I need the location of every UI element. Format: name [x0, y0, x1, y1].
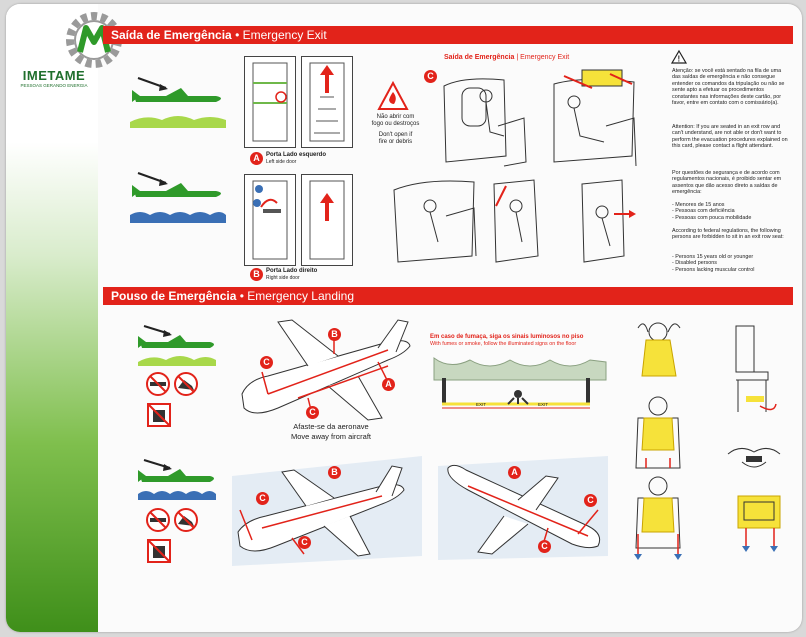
door-a-open-illustration: [301, 56, 353, 148]
door-a-closed-illustration: [244, 56, 296, 148]
door-a-stairs-icon: [309, 62, 345, 142]
attention-pt-item: - Pessoas com deficiência: [672, 208, 735, 215]
exit-floor-label-right: EXIT: [538, 402, 549, 407]
logo-name: IMETAME: [22, 68, 86, 83]
water-left-badge-b: B: [328, 466, 341, 479]
exit-title-pt: Saída de Emergência: [111, 28, 232, 42]
door-b-open-illustration: [301, 174, 353, 266]
window-exit-badge: C: [424, 70, 437, 83]
prohibition-icons-top: [146, 372, 198, 427]
fire-warning-en-2: fire or debris: [378, 139, 413, 145]
prohibition-icons-bottom: [146, 508, 198, 563]
window-exit-illustrations: [393, 69, 637, 263]
no-smoking-icon: [146, 372, 170, 396]
life-vest-sequence: [634, 322, 682, 560]
no-shoes-icon: [174, 508, 198, 532]
water-right-badge-c-right: C: [584, 494, 597, 507]
attention-pt-item: - Menores de 15 anos: [672, 202, 725, 208]
fire-warning-pt-1: Não abrir com: [376, 114, 415, 120]
window-exit-title-en: Emergency Exit: [520, 54, 570, 61]
door-a-label-pt: Porta Lado esquerdo: [266, 152, 327, 158]
window-exit-title-pt: Saída de Emergência: [444, 54, 515, 61]
smoke-text-pt: Em caso de fumaça, siga os sinais lumino…: [430, 334, 584, 340]
move-away-en: Move away from aircraft: [290, 432, 372, 441]
water-left-badge-c-bottom: C: [298, 536, 311, 549]
door-b-handle-icon: [252, 180, 288, 260]
attention-en-rules: According to federal regulations, the fo…: [672, 228, 784, 241]
landing-title-separator: •: [239, 289, 244, 303]
attention-en-item: - Persons lacking muscular control: [672, 266, 755, 273]
exit-floor-label-left: EXIT: [476, 402, 487, 407]
door-b-label-pt: Porta Lado direito: [266, 268, 318, 274]
land-badge-a: A: [382, 378, 395, 391]
land-evacuation-diagram: [241, 319, 411, 421]
land-badge-b: B: [328, 328, 341, 341]
attention-en-item: - Disabled persons: [672, 260, 717, 267]
plane-over-water-icon: [130, 172, 226, 223]
attention-pt-text: Atenção: se você está sentado na fila de…: [672, 68, 785, 107]
landing-plane-land-icon: [138, 325, 216, 366]
window-exit-separator: |: [516, 54, 519, 61]
fire-warning-icon: [377, 80, 409, 110]
land-badge-c-bottom: C: [306, 406, 319, 419]
no-baggage-icon: [147, 539, 171, 563]
door-a-label-en: Left side door: [266, 159, 297, 165]
water-left-badge-c-left: C: [256, 492, 269, 505]
water-right-badge-c-bottom: C: [538, 540, 551, 553]
fire-warning-en-1: Don't open if: [378, 132, 413, 138]
land-badge-c-left: C: [260, 356, 273, 369]
water-right-badge-a: A: [508, 466, 521, 479]
exit-title-separator: •: [235, 28, 240, 42]
exit-title-en: Emergency Exit: [242, 28, 327, 42]
attention-pt-list: - Menores de 15 anos - Pessoas com defic…: [672, 202, 790, 221]
smoke-text-en: With fumes or smoke, follow the illumina…: [430, 341, 577, 347]
vest-under-seat-sequence: [727, 325, 781, 552]
door-b-closed-illustration: [244, 174, 296, 266]
fire-warning-pt-2: fogo ou destroços: [371, 121, 420, 127]
door-b-label-en: Right side door: [266, 275, 300, 281]
safety-card: IMETAME PESSOAS GERANDO ENERGIA Saída de…: [6, 4, 802, 632]
landing-title-pt: Pouso de Emergência: [111, 289, 237, 303]
attention-en-text: Attention: If you are seated in an exit …: [672, 124, 788, 150]
no-baggage-icon: [147, 403, 171, 427]
imetame-logo: IMETAME PESSOAS GERANDO ENERGIA: [14, 12, 122, 102]
attention-en-list: - Persons 15 years old or younger - Disa…: [672, 254, 790, 273]
landing-section-header: Pouso de Emergência • Emergency Landing: [103, 287, 793, 305]
attention-pt-rules: Por questões de segurança e de acordo co…: [672, 170, 782, 196]
door-a-frame-icon: [252, 62, 288, 142]
plane-over-land-icon: [130, 77, 226, 128]
window-exit-title: Saída de Emergência | Emergency Exit: [444, 54, 569, 61]
svg-text:!: !: [678, 55, 681, 64]
green-side-bar: [6, 4, 98, 632]
no-shoes-icon: [174, 372, 198, 396]
logo-tagline: PESSOAS GERANDO ENERGIA: [20, 83, 88, 88]
landing-plane-water-icon: [138, 459, 216, 500]
door-b-arrow-icon: [309, 180, 345, 260]
smoke-corridor-illustration: [433, 357, 607, 409]
water-evacuation-diagram-left: [232, 456, 422, 566]
door-a-badge: A: [250, 152, 263, 165]
move-away-pt: Afaste-se da aeronave: [293, 422, 369, 431]
landing-title-en: Emergency Landing: [247, 289, 354, 303]
exit-section-header: Saída de Emergência • Emergency Exit: [103, 26, 793, 44]
door-b-badge: B: [250, 268, 263, 281]
water-evacuation-diagram-right: [438, 456, 608, 560]
attention-warning-icon: !: [670, 49, 688, 64]
no-smoking-icon: [146, 508, 170, 532]
attention-pt-item: - Pessoas com pouca mobilidade: [672, 214, 752, 221]
attention-en-item: - Persons 15 years old or younger: [672, 254, 754, 260]
